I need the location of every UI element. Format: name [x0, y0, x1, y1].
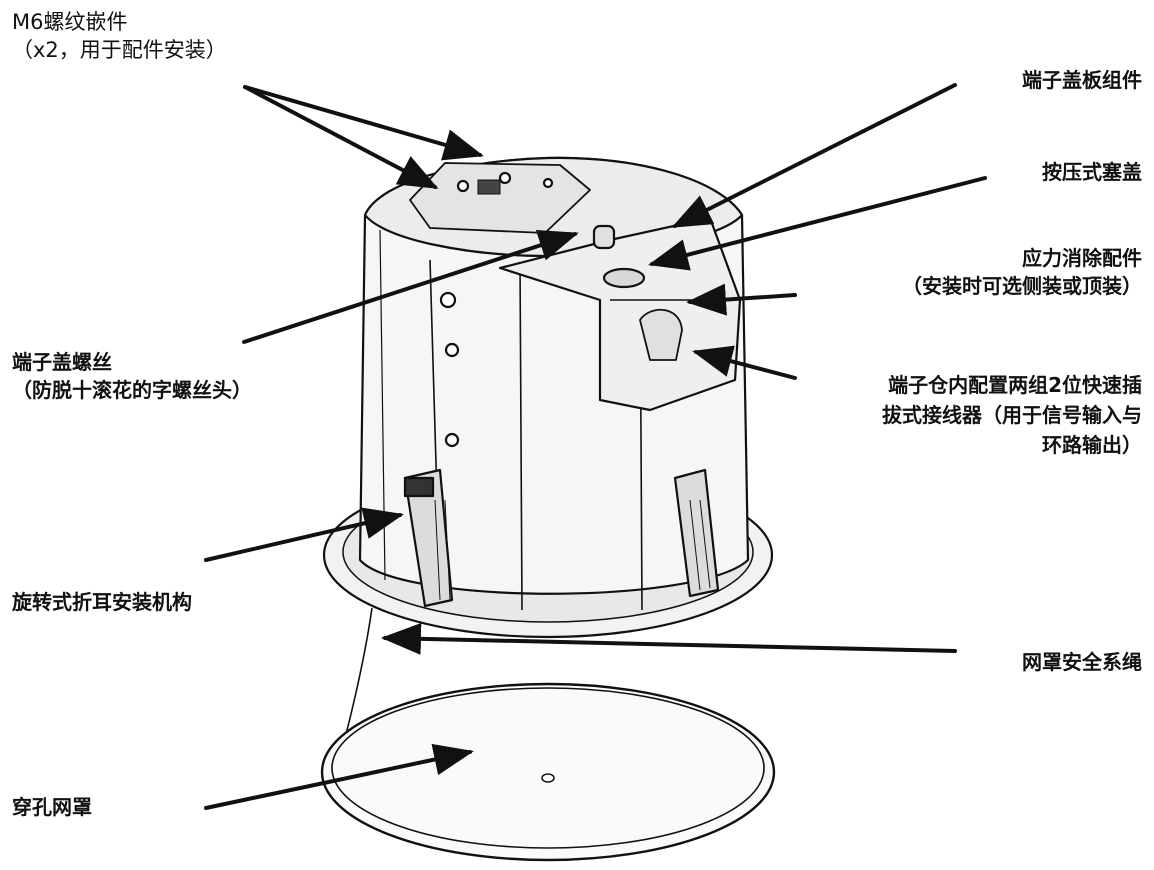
label-terminal-screw-line1: 端子盖螺丝 — [12, 350, 112, 374]
label-rotary-ear-line1: 旋转式折耳安装机构 — [12, 590, 192, 614]
label-m6-insert-line2: （x2，用于配件安装） — [12, 38, 227, 62]
arrow-rotary-ear — [204, 507, 404, 562]
label-connectors-line2: 拔式接线器（用于信号输入与 — [882, 403, 1142, 427]
label-terminal-cover-assembly-line1: 端子盖板组件 — [1022, 68, 1142, 92]
leader-arrows — [204, 83, 987, 810]
label-connectors: 端子仓内配置两组2位快速插 拔式接线器（用于信号输入与 环路输出） — [882, 370, 1142, 460]
label-m6-insert: M6螺纹嵌件 （x2，用于配件安装） — [12, 8, 227, 64]
label-terminal-screw: 端子盖螺丝 （防脱十滚花的字螺丝头） — [12, 348, 252, 404]
label-terminal-cover-assembly: 端子盖板组件 — [1022, 66, 1142, 94]
label-push-plug: 按压式塞盖 — [1042, 158, 1142, 186]
label-safety-cord-line1: 网罩安全系绳 — [1022, 650, 1142, 674]
label-strain-relief: 应力消除配件 （安装时可选侧装或顶装） — [902, 244, 1142, 300]
rotary-ear-left — [403, 468, 454, 608]
push-plug — [602, 267, 646, 289]
speaker-body — [322, 156, 774, 639]
arrow-safety-cord — [381, 622, 957, 655]
arrow-terminal-screw — [242, 229, 579, 344]
arrow-m6-insert — [243, 85, 484, 161]
arrow-connectors — [692, 345, 797, 380]
label-rotary-ear: 旋转式折耳安装机构 — [12, 588, 192, 616]
label-strain-relief-line2: （安装时可选侧装或顶装） — [902, 274, 1142, 298]
arrow-push-plug — [648, 176, 987, 271]
arrow-grille — [204, 743, 474, 810]
perforated-grille — [320, 682, 776, 862]
terminal-screw-knob — [592, 224, 616, 250]
label-connectors-line3: 环路输出） — [1042, 433, 1142, 457]
label-safety-cord: 网罩安全系绳 — [1022, 648, 1142, 676]
label-grille: 穿孔网罩 — [12, 793, 92, 821]
label-grille-line1: 穿孔网罩 — [12, 795, 92, 819]
arrow-m6-insert — [243, 85, 439, 189]
arrow-strain-relief — [686, 283, 797, 316]
arrow-terminal-cover — [671, 83, 957, 228]
label-strain-relief-line1: 应力消除配件 — [1022, 246, 1142, 270]
label-push-plug-line1: 按压式塞盖 — [1042, 160, 1142, 184]
m6-insert-hole — [456, 179, 470, 193]
m6-insert-hole — [498, 171, 512, 185]
strain-relief — [639, 308, 683, 361]
label-terminal-screw-line2: （防脱十滚花的字螺丝头） — [12, 378, 252, 402]
label-connectors-line1: 端子仓内配置两组2位快速插 — [888, 373, 1142, 397]
label-m6-insert-line1: M6螺纹嵌件 — [12, 10, 128, 34]
